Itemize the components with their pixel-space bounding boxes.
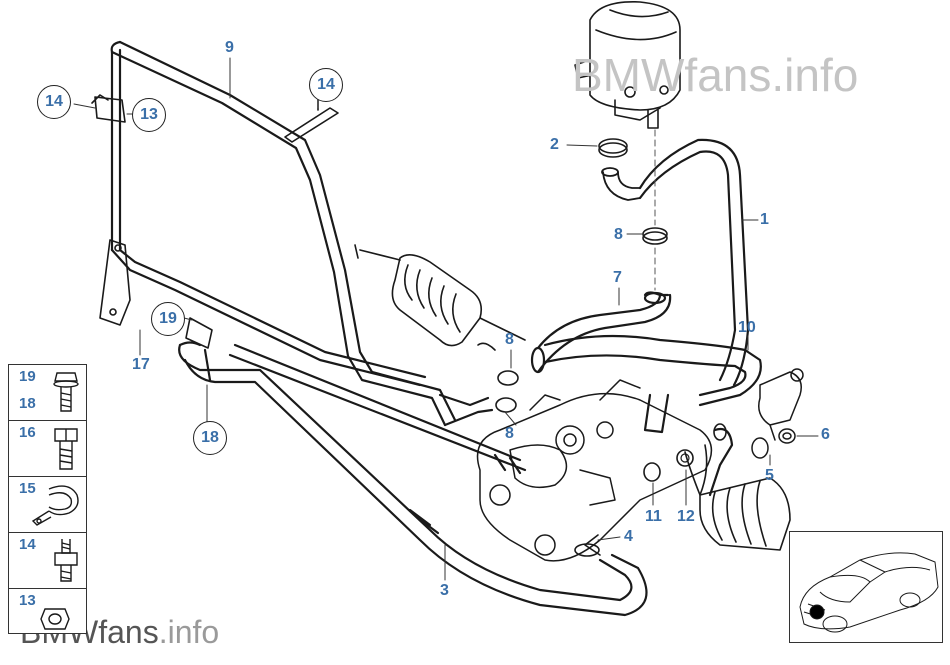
cooler-return-pipe [438,393,494,427]
part-label-4[interactable]: 4 [624,528,633,545]
legend-cell-hose-clamp[interactable]: 15 [8,476,87,534]
part-label-14-right[interactable]: 14 [309,68,343,102]
part-label-19[interactable]: 19 [151,302,185,336]
hose-clamp-8a [642,227,668,245]
part-label-7[interactable]: 7 [613,269,622,286]
part-label-11[interactable]: 11 [645,508,662,525]
hose-clamp-icon [31,485,79,526]
suction-hose-elbow [601,167,641,201]
legend-number: 13 [19,592,36,609]
cooler-bracket-top [91,89,339,143]
part-label-18[interactable]: 18 [193,421,227,455]
hose-clamp-2 [598,138,628,158]
legend-number: 18 [19,395,36,412]
legend-cell-stud-bolt[interactable]: 14 [8,532,87,590]
hose-10 [543,334,762,434]
part-label-9[interactable]: 9 [225,39,234,56]
legend-cell-hex-bolt[interactable]: 16 [8,420,87,478]
part-label-5[interactable]: 5 [765,467,774,484]
steering-gear-housing [476,379,713,562]
return-hose-1 [638,138,750,387]
pressure-valve [751,368,804,459]
oil-cooler-pipe [110,40,457,427]
cooler-bracket-bottom [99,239,213,349]
part-label-8-mid[interactable]: 8 [505,331,514,348]
part-label-8-low[interactable]: 8 [505,425,514,442]
legend-cell-bolt-washer[interactable]: 19 18 [8,364,87,422]
legend-number: 15 [19,480,36,497]
part-label-12[interactable]: 12 [677,508,695,525]
hose-clamp-8b [495,370,519,413]
part-label-14-left[interactable]: 14 [37,85,71,119]
legend-number: 14 [19,536,36,553]
bolt-with-washer-icon [53,372,79,412]
hex-nut-icon [40,608,70,630]
hose-7 [530,291,672,374]
legend-cell-hex-nut[interactable]: 13 [8,588,87,634]
hex-bolt-icon [54,428,78,470]
reservoir [574,1,681,129]
part-label-17[interactable]: 17 [132,356,150,373]
steering-rack-boot [354,244,526,347]
legend-number: 19 [19,368,36,385]
steering-gear-boot-right [699,477,791,551]
stud-bolt-icon [54,539,78,582]
part-label-3[interactable]: 3 [440,582,449,599]
watermark-suffix: .info [158,614,220,650]
watermark-top: BMWfans.info [572,49,859,101]
vehicle-location-thumbnail[interactable] [789,531,943,643]
part-label-6[interactable]: 6 [821,426,830,443]
car-location-icon [799,552,939,633]
part-label-13[interactable]: 13 [132,98,166,132]
part-label-2[interactable]: 2 [550,136,559,153]
part-label-1[interactable]: 1 [760,211,769,228]
part-label-10[interactable]: 10 [738,319,756,336]
legend-number: 16 [19,424,36,441]
pressure-hose-3 [178,341,648,617]
part-label-8-top[interactable]: 8 [614,226,623,243]
